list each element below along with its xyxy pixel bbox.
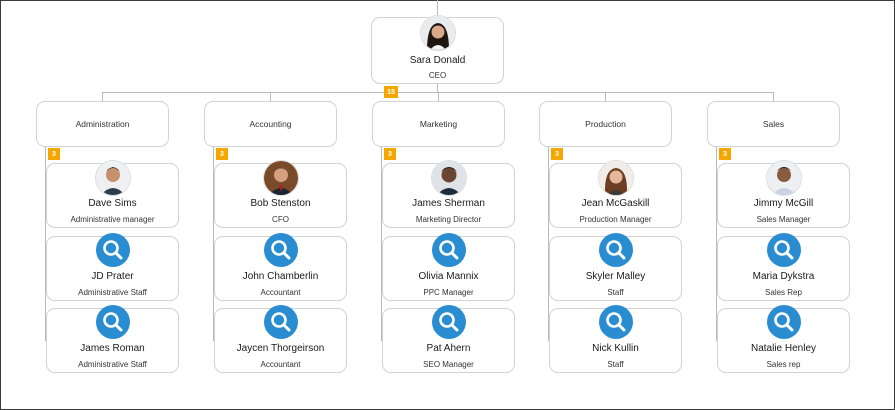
man-photo-avatar [765, 160, 802, 196]
connector-line [438, 92, 439, 101]
department-label: Sales [762, 119, 785, 129]
department-label: Marketing [419, 119, 458, 129]
employee-title: Sales rep [766, 360, 801, 369]
employee-title: PPC Manager [423, 288, 474, 297]
search-icon[interactable] [263, 305, 298, 339]
department-card-accounting[interactable]: Accounting [204, 101, 337, 147]
employee-name: Skyler Malley [585, 271, 646, 282]
search-icon[interactable] [598, 233, 633, 267]
department-card-production[interactable]: Production [539, 101, 672, 147]
employee-name: Natalie Henley [750, 343, 817, 354]
employee-name: James Roman [80, 343, 145, 354]
ceo-name: Sara Donald [409, 55, 466, 66]
employee-title: CFO [272, 215, 289, 224]
man-photo-avatar [262, 160, 299, 196]
employee-title: Sales Manager [756, 215, 811, 224]
employee-title: Accountant [260, 288, 301, 297]
department-card-marketing[interactable]: Marketing [372, 101, 505, 147]
employee-name: Jimmy McGill [753, 198, 814, 209]
woman-photo-avatar [597, 160, 634, 196]
employee-name: Jean McGaskill [581, 198, 650, 209]
employee-name: Bob Stenston [250, 198, 311, 209]
ceo-title: CEO [428, 71, 447, 80]
search-icon[interactable] [95, 305, 130, 339]
search-icon[interactable] [263, 233, 298, 267]
employee-title: Administrative Staff [78, 288, 147, 297]
employee-name: Olivia Mannix [418, 271, 479, 282]
employee-name: James Sherman [412, 198, 485, 209]
connector-line [773, 92, 774, 101]
employee-title: Marketing Director [415, 215, 482, 224]
search-icon[interactable] [598, 305, 633, 339]
employee-title: Administrative Staff [78, 360, 147, 369]
department-card-sales[interactable]: Sales [707, 101, 840, 147]
subordinate-count-badge[interactable]: 3 [384, 148, 396, 160]
employee-name: John Chamberlin [242, 271, 319, 282]
subordinate-count-badge[interactable]: 3 [551, 148, 563, 160]
employee-name: Maria Dykstra [752, 271, 815, 282]
search-icon[interactable] [95, 233, 130, 267]
employee-title: Staff [607, 288, 624, 297]
search-icon[interactable] [766, 305, 801, 339]
employee-name: Nick Kullin [592, 343, 639, 354]
connector-line [45, 147, 46, 340]
department-card-administration[interactable]: Administration [36, 101, 169, 147]
connector-line [381, 147, 382, 340]
connector-line [102, 92, 103, 101]
subordinate-count-badge[interactable]: 3 [216, 148, 228, 160]
subordinate-count-badge[interactable]: 15 [384, 86, 398, 98]
employee-name: Jaycen Thorgeirson [236, 343, 325, 354]
connector-line [605, 92, 606, 101]
department-label: Accounting [249, 119, 292, 129]
employee-title: Sales Rep [765, 288, 802, 297]
employee-name: JD Prater [91, 271, 134, 282]
connector-line [437, 0, 438, 17]
employee-title: Accountant [260, 360, 301, 369]
connector-line [716, 147, 717, 340]
employee-name: Pat Ahern [426, 343, 471, 354]
subordinate-count-badge[interactable]: 3 [48, 148, 60, 160]
connector-line [548, 147, 549, 340]
man-photo-avatar [430, 160, 467, 196]
employee-name: Dave Sims [88, 198, 137, 209]
man-photo-avatar [94, 160, 131, 196]
search-icon[interactable] [431, 233, 466, 267]
connector-line [213, 147, 214, 340]
subordinate-count-badge[interactable]: 3 [719, 148, 731, 160]
search-icon[interactable] [431, 305, 466, 339]
employee-title: Production Manager [579, 215, 652, 224]
department-label: Production [585, 119, 626, 129]
department-label: Administration [75, 119, 130, 129]
employee-title: Administrative manager [70, 215, 155, 224]
connector-line [437, 84, 438, 92]
woman-photo-avatar [419, 15, 456, 51]
ceo-card[interactable]: Sara Donald CEO [371, 15, 504, 84]
employee-title: Staff [607, 360, 624, 369]
connector-line [102, 92, 773, 93]
search-icon[interactable] [766, 233, 801, 267]
connector-line [270, 92, 271, 101]
employee-title: SEO Manager [423, 360, 474, 369]
